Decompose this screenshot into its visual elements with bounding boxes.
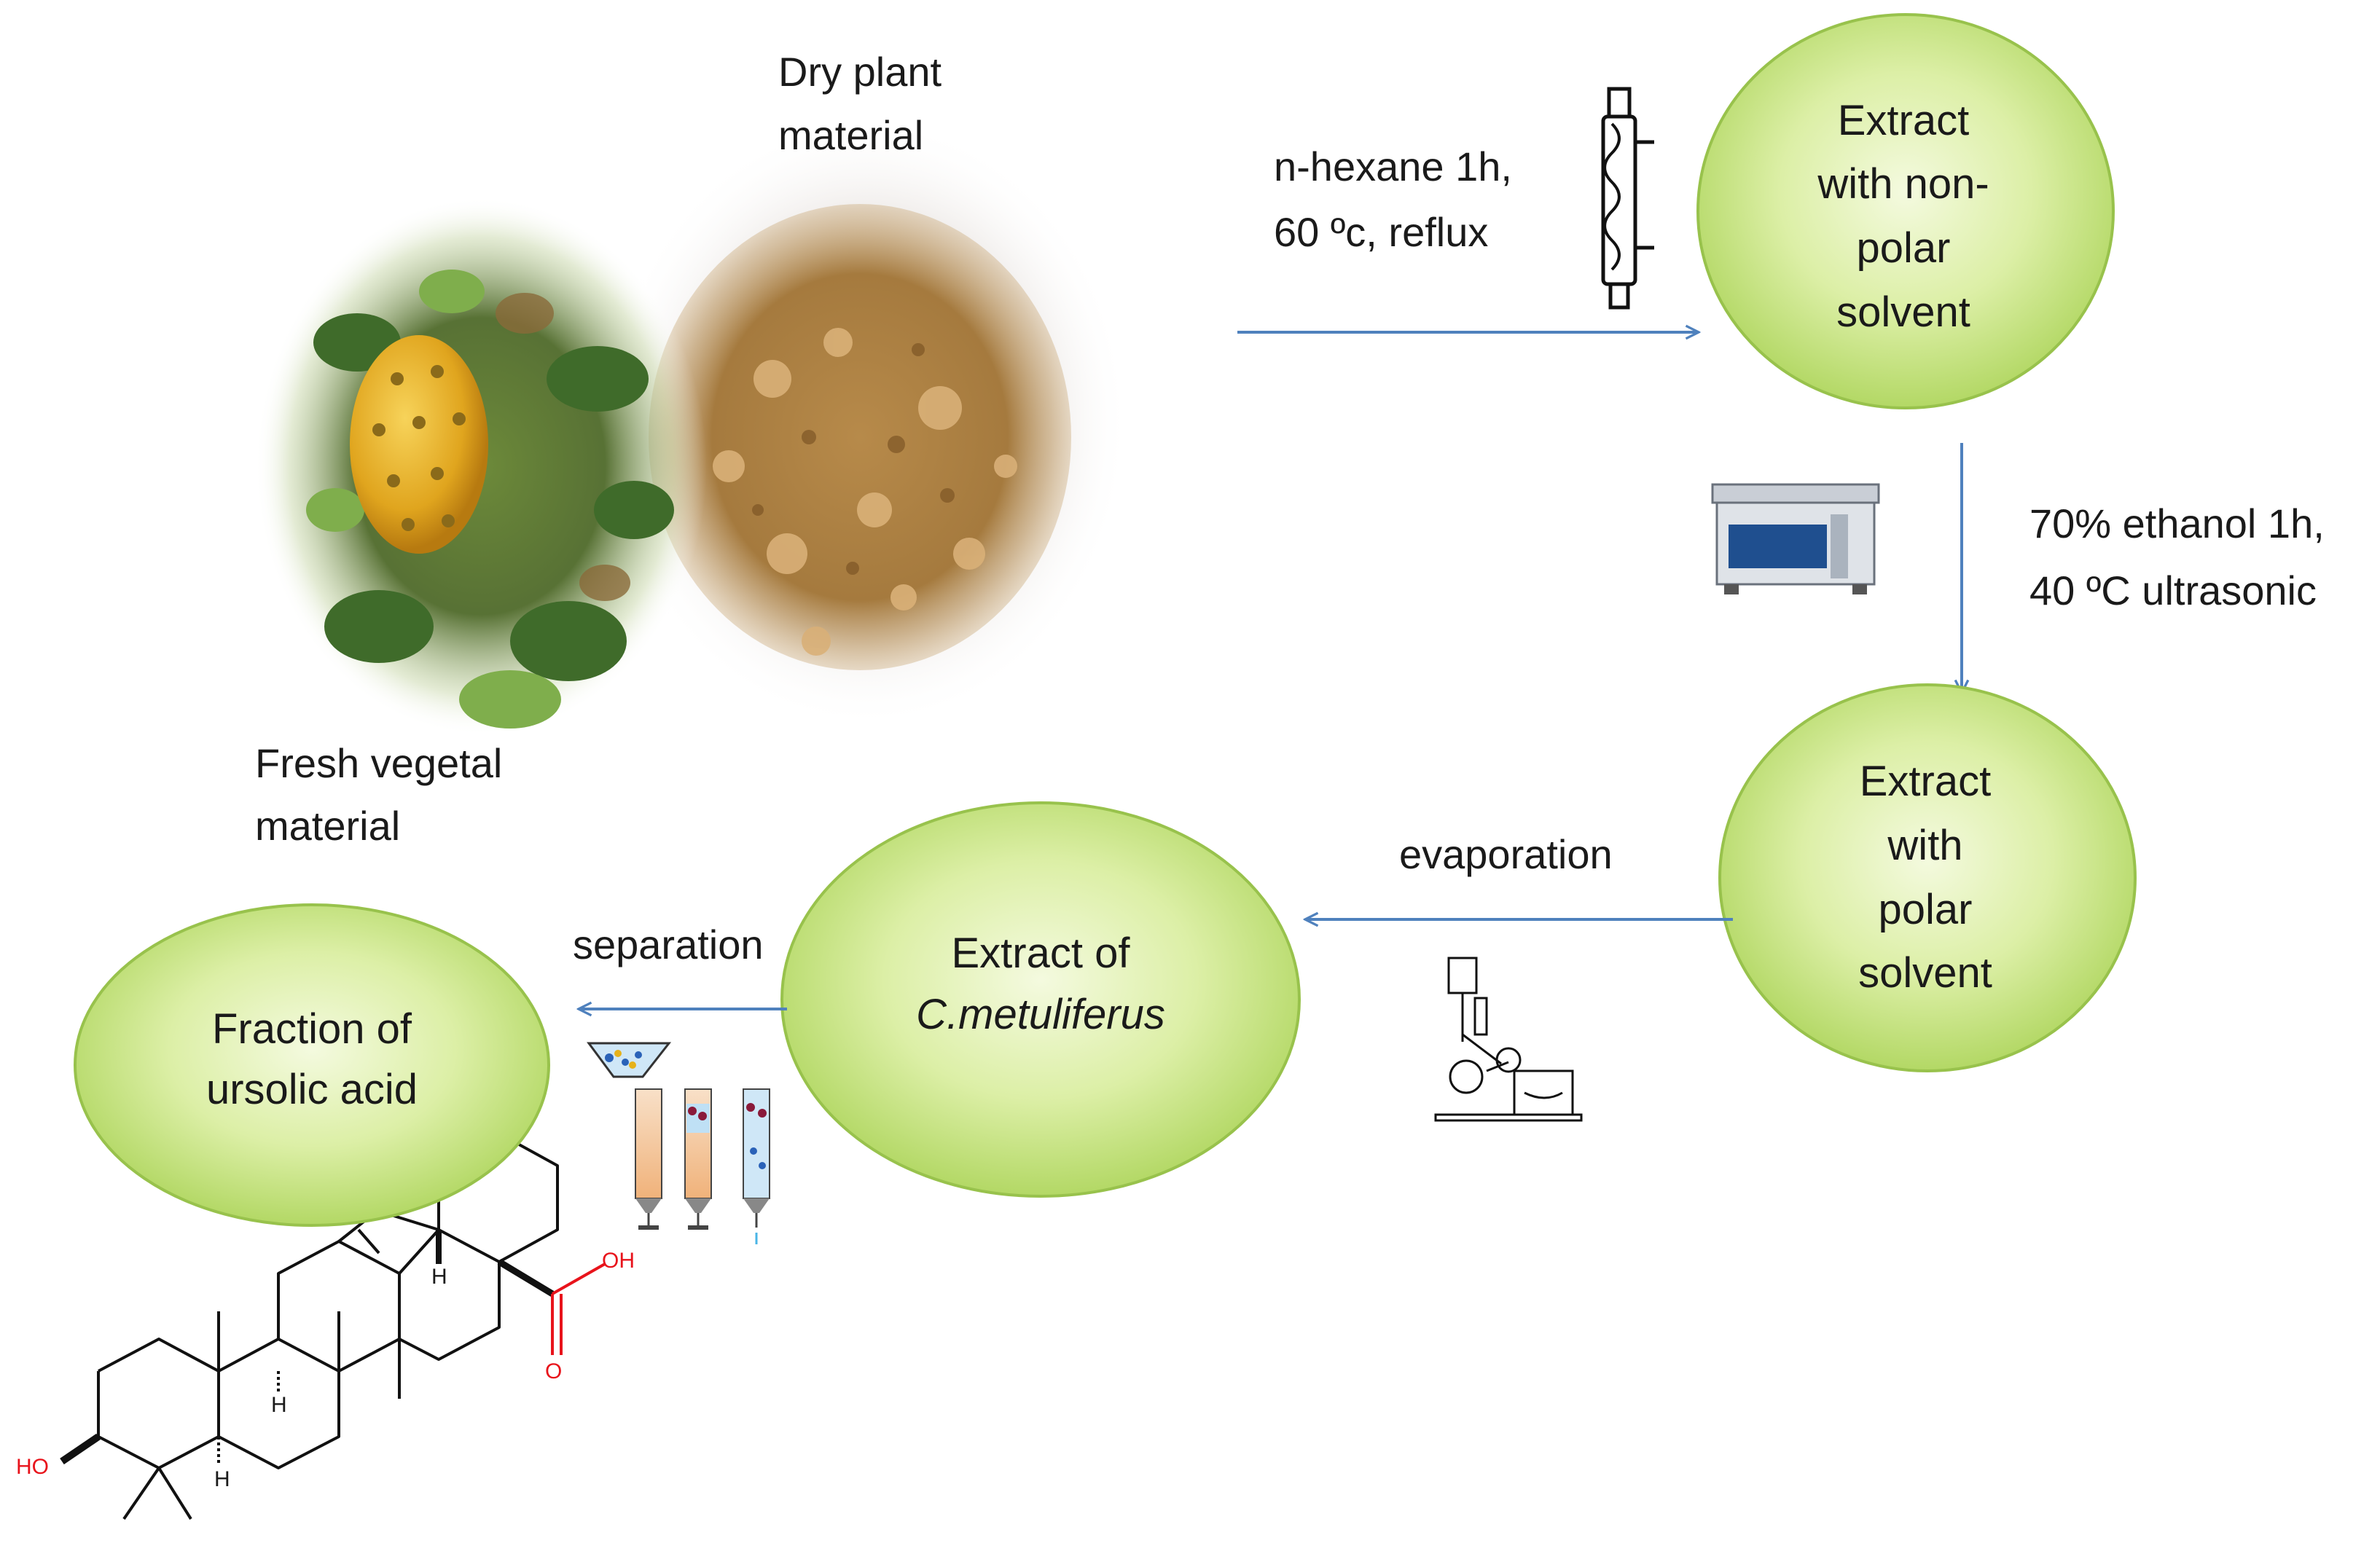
polar-line1: Extract bbox=[1860, 758, 1992, 805]
ursolic-line2: ursolic acid bbox=[206, 1066, 418, 1113]
step3-label: evaporation bbox=[1399, 831, 1613, 877]
h-label-1: H bbox=[271, 1393, 287, 1417]
ho-label: HO bbox=[16, 1455, 49, 1479]
chromatography-column-2 bbox=[684, 1088, 712, 1230]
node-nonpolar-extract: Extract with non- polar solvent bbox=[1696, 13, 2115, 409]
nonpolar-line2: with non- bbox=[1817, 160, 1989, 208]
fresh-material-label-line2: material bbox=[255, 803, 400, 849]
node-cmetuliferus-extract: Extract of C.metuliferus bbox=[780, 801, 1301, 1198]
polar-line4: solvent bbox=[1858, 949, 1992, 997]
step1-conditions-line1: n-hexane 1h, bbox=[1274, 144, 1512, 189]
chromatography-column-1 bbox=[635, 1088, 662, 1230]
nonpolar-line4: solvent bbox=[1836, 288, 1970, 336]
nonpolar-line1: Extract bbox=[1838, 97, 1970, 144]
ultrasonic-bath-icon bbox=[1711, 483, 1880, 594]
node-polar-extract: Extract with polar solvent bbox=[1718, 683, 2137, 1072]
h-label-2: H bbox=[214, 1467, 230, 1491]
step2-conditions-line1: 70% ethanol 1h, bbox=[2029, 500, 2325, 546]
carbonyl-o-label: O bbox=[545, 1359, 562, 1383]
step4-label: separation bbox=[573, 922, 764, 967]
rotary-evaporator-icon bbox=[1434, 957, 1583, 1122]
polar-line3: polar bbox=[1879, 886, 1973, 933]
cmet-line1: Extract of bbox=[952, 930, 1131, 977]
step2-conditions-line2: 40 ºC ultrasonic bbox=[2029, 568, 2317, 613]
kiwano-fruit bbox=[350, 335, 488, 554]
fresh-material-label-line1: Fresh vegetal bbox=[255, 740, 502, 786]
polar-line2: with bbox=[1887, 822, 1962, 869]
fresh-plant-photo bbox=[255, 197, 707, 736]
h-label-3: H bbox=[431, 1265, 447, 1289]
ursolic-acid-structure bbox=[60, 1077, 606, 1520]
column-chromatography-icon bbox=[587, 1042, 770, 1244]
cmet-line2: C.metuliferus bbox=[916, 991, 1165, 1038]
dry-plant-label-line1: Dry plant bbox=[778, 49, 942, 95]
reflux-condenser-icon bbox=[1601, 87, 1654, 310]
chromatography-column-3 bbox=[743, 1088, 770, 1244]
oh-label: OH bbox=[602, 1249, 635, 1273]
dry-plant-label-line2: material bbox=[778, 112, 923, 158]
node-ursolic-acid-fraction: Fraction of ursolic acid bbox=[74, 903, 550, 1227]
dry-powder-photo bbox=[605, 117, 1130, 729]
step1-conditions-line2: 60 ºc, reflux bbox=[1274, 209, 1488, 255]
nonpolar-line3: polar bbox=[1857, 224, 1951, 272]
ursolic-line1: Fraction of bbox=[212, 1005, 412, 1053]
